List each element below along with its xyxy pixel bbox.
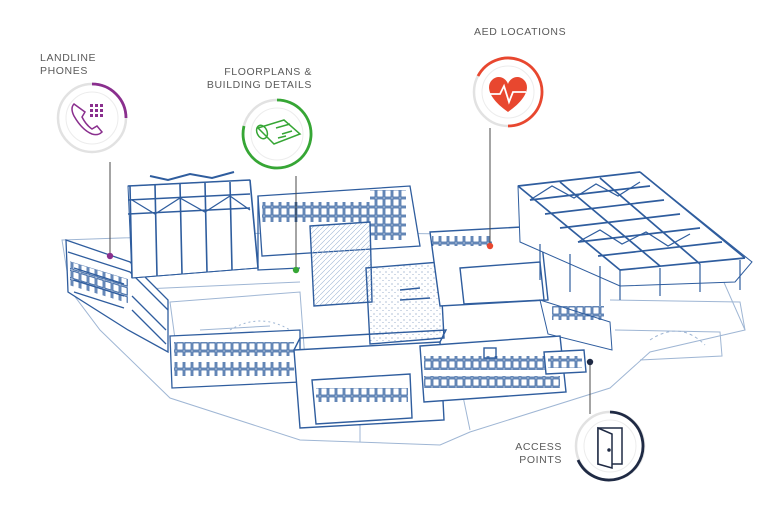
aed-locations-label: AED LOCATIONS [474, 26, 567, 38]
central-office-block [257, 185, 421, 271]
west-wing [65, 239, 301, 389]
central-courtyard [309, 221, 613, 351]
landline-badge[interactable] [56, 82, 128, 154]
heart-pulse-icon [489, 77, 527, 112]
steel-truss-east [517, 171, 753, 306]
floorplans-marker-dot[interactable] [292, 266, 300, 274]
blueprint-roll-icon [255, 119, 302, 145]
callout-leaders [109, 128, 591, 414]
floorplans-label: FLOORPLANS & BUILDING DETAILS [206, 66, 312, 91]
floorplans-badge[interactable] [241, 98, 313, 170]
front-entrance-block [293, 329, 587, 429]
aed-marker-dot[interactable] [486, 242, 494, 250]
open-door-icon [597, 426, 623, 469]
access-points-label: ACCESS POINTS [515, 441, 562, 466]
phone-keypad-icon [71, 103, 104, 136]
access-marker-dot[interactable] [586, 358, 594, 366]
steel-tower-west [127, 171, 259, 279]
landline-phones-label: LANDLINE PHONES [40, 52, 97, 77]
access-badge[interactable] [574, 410, 646, 482]
landline-marker-dot[interactable] [106, 252, 114, 260]
aed-badge[interactable] [472, 56, 544, 128]
